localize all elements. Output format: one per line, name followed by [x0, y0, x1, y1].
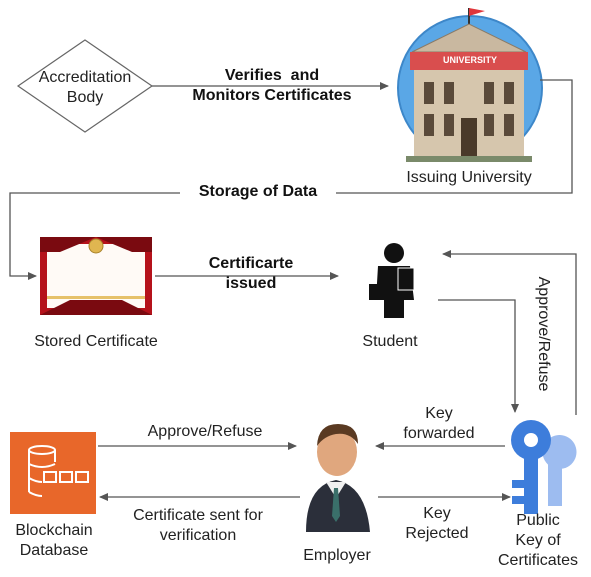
- node-label-accreditation: Accreditation Body: [38, 69, 132, 106]
- node-label-employer: Employer: [303, 547, 371, 564]
- node-label-blockchain: Blockchain Database: [15, 522, 93, 559]
- edge-label-storage: Storage of Data: [180, 182, 336, 202]
- node-label-student: Student: [362, 333, 418, 350]
- node-label-stored-certificate: Stored Certificate: [34, 333, 158, 350]
- edge-label-issued: Certificarte issued: [208, 255, 294, 292]
- accreditation-diamond: [16, 39, 154, 133]
- employer-icon: [306, 424, 370, 532]
- edge-approve-refuse-right: [442, 250, 577, 415]
- edge-label-key-forwarded: Key forwarded: [403, 405, 475, 442]
- university-sign: UNIVERSITY: [442, 55, 497, 65]
- edge-student-to-key: [438, 299, 519, 413]
- edge-label-certificate-sent: Certificate sent for verification: [133, 507, 263, 544]
- certificate-icon: [40, 237, 152, 315]
- edge-label-approve-refuse-vertical: Approve/Refuse: [533, 269, 553, 399]
- node-label-university: Issuing University: [406, 169, 532, 186]
- edge-label-verifies: Verifies and Monitors Certificates: [192, 67, 352, 104]
- node-label-public-key: Public Key of Certificates: [497, 512, 579, 569]
- university-icon: [397, 8, 543, 162]
- edge-label-approve-refuse: Approve/Refuse: [147, 423, 263, 440]
- student-icon: [369, 243, 415, 318]
- blockchain-icon: [10, 432, 96, 514]
- edge-label-key-rejected: Key Rejected: [405, 505, 469, 542]
- key-icon: [511, 420, 577, 514]
